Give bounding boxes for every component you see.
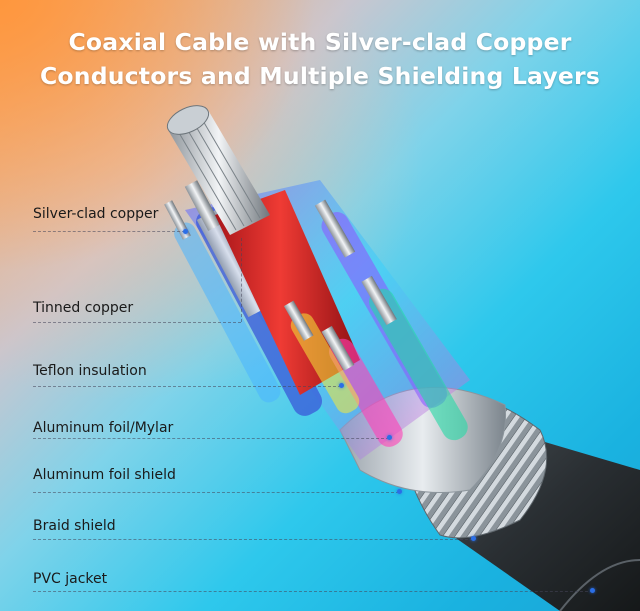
leader-tinned-copper: [33, 322, 241, 323]
leader-teflon-insulation: [33, 386, 341, 387]
headline-line-1: Coaxial Cable with Silver-clad Copper: [68, 28, 572, 56]
pointer-dot-pvc-jacket: [590, 588, 595, 593]
callout-braid-shield: Braid shield: [33, 518, 116, 534]
leader-aluminum-foil-shield: [33, 492, 399, 493]
secondary-coax-conductors: [283, 199, 468, 447]
callout-aluminum-foil-shield: Aluminum foil shield: [33, 467, 176, 483]
leader-silver-clad-copper: [33, 231, 185, 232]
pointer-dot-aluminum-foil-shield: [397, 489, 402, 494]
leader-pvc-jacket: [33, 591, 593, 592]
leader-braid-shield: [33, 539, 473, 540]
headline-line-2: Conductors and Multiple Shielding Layers: [39, 62, 601, 90]
callout-tinned-copper: Tinned copper: [33, 300, 134, 316]
leader-tinned-copper-vertical: [241, 238, 242, 322]
callout-aluminum-foil-mylar: Aluminum foil/Mylar: [33, 420, 174, 436]
pointer-dot-teflon-insulation: [339, 383, 344, 388]
pointer-dot-silver-clad-copper: [183, 229, 188, 234]
callout-silver-clad-copper: Silver-clad copper: [33, 206, 159, 222]
callout-teflon-insulation: Teflon insulation: [33, 363, 147, 379]
callout-pvc-jacket: PVC jacket: [33, 571, 108, 587]
leader-aluminum-foil-mylar: [33, 438, 389, 439]
pointer-dot-braid-shield: [471, 536, 476, 541]
pointer-dot-aluminum-foil-mylar: [387, 435, 392, 440]
